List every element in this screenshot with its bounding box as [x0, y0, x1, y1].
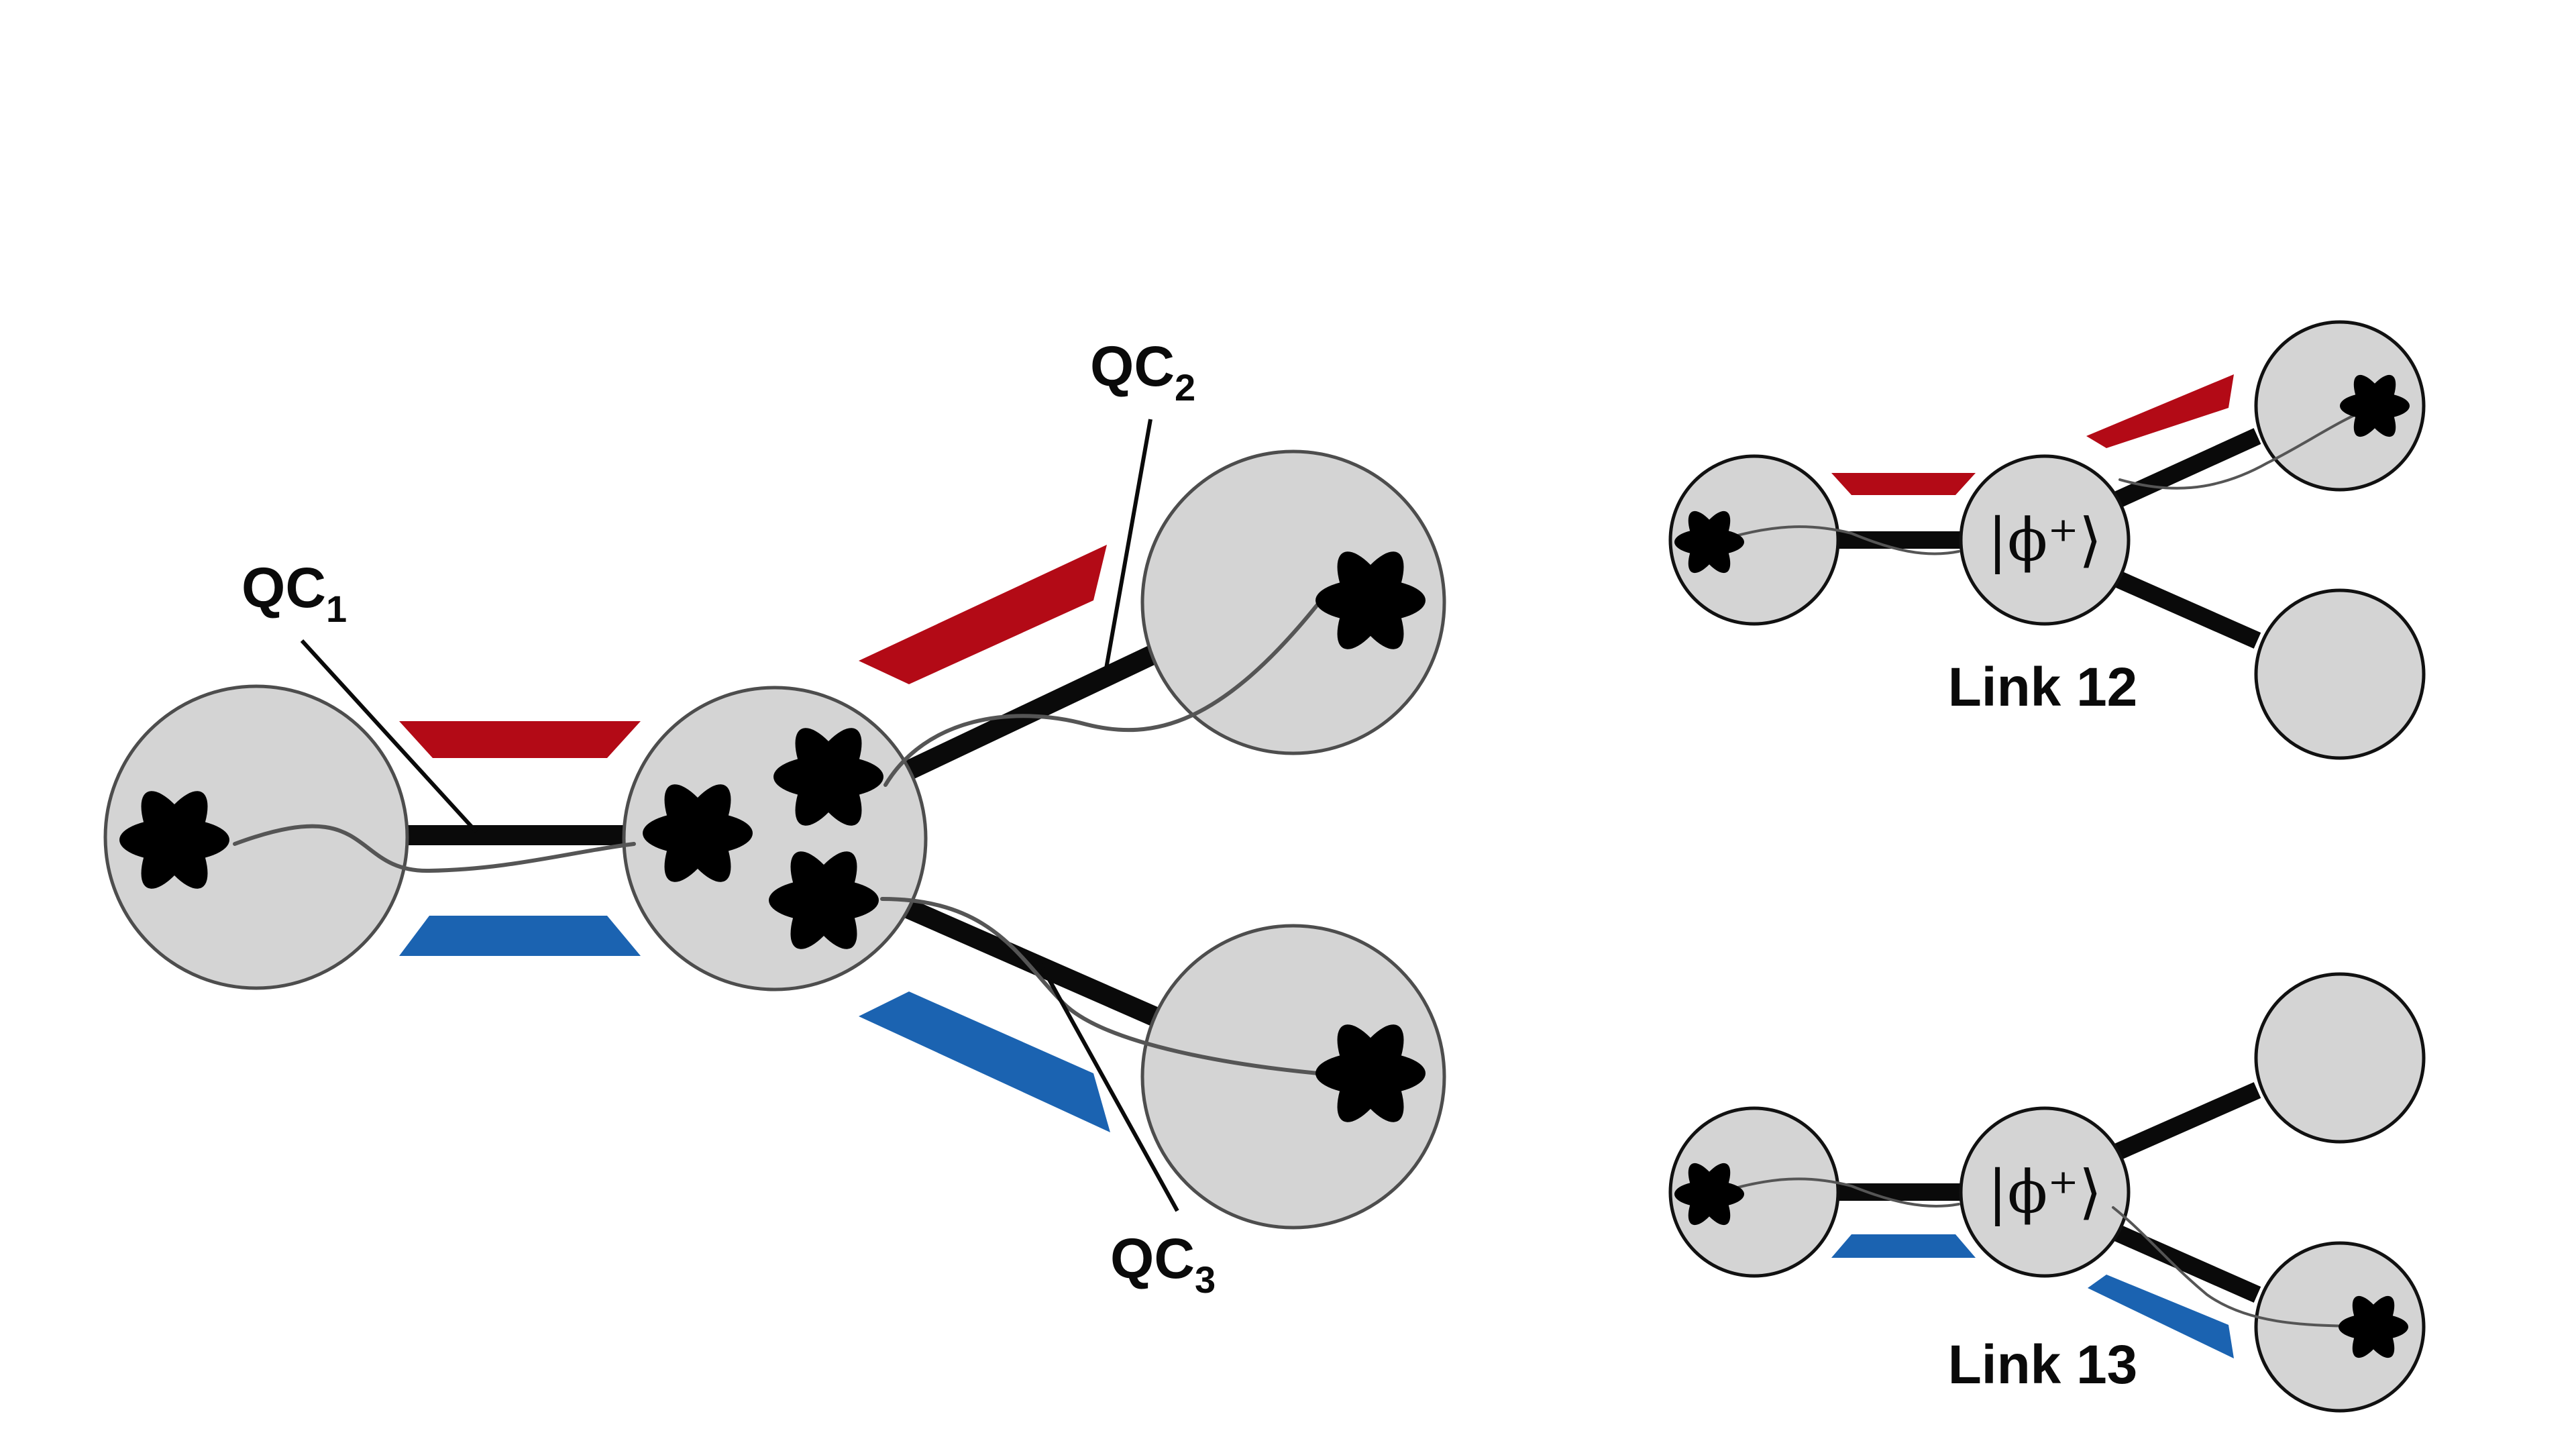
link-13-diagram: |ϕ⁺⟩ Link 13: [1668, 972, 2426, 1413]
node-link12-qc1: [1668, 454, 1840, 626]
label-link13: Link 13: [1948, 1334, 2138, 1395]
fiber-qc2: [883, 602, 1320, 787]
label-qc2: QC2: [1090, 335, 1195, 409]
fiber-link13: [1709, 1177, 1960, 1208]
blue-channel-qc3: [859, 991, 1110, 1132]
bell-state-link13: |ϕ⁺⟩: [1988, 1157, 2102, 1226]
fiber-link12: [1709, 525, 1960, 555]
node-qc3: [1140, 924, 1446, 1230]
node-link13-bell: [1959, 1106, 2131, 1278]
fiber-link13-right: [2112, 1206, 2376, 1328]
fiber-qc1: [233, 824, 636, 873]
node-qc2: [1140, 449, 1446, 755]
bell-state-link12: |ϕ⁺⟩: [1988, 505, 2102, 574]
node-link13-qc1: [1668, 1106, 1840, 1278]
link-12-diagram: |ϕ⁺⟩ Link 12: [1668, 320, 2426, 760]
blue-channel-link13-left: [1831, 1234, 1976, 1258]
blue-channel-link13-right: [2088, 1275, 2234, 1358]
link-hub-qc3: [874, 886, 1159, 1026]
red-channel-qc2: [859, 545, 1107, 684]
link13-top: [2109, 1082, 2261, 1162]
pointer-qc1: [300, 639, 478, 834]
node-link12-bell: [1959, 454, 2131, 626]
label-qc1: QC1: [241, 556, 347, 630]
label-link12: Link 12: [1948, 657, 2138, 718]
red-channel-link12-left: [1831, 473, 1976, 495]
node-link12-qc3: [2254, 588, 2426, 760]
link12-bottom: [2109, 569, 2261, 649]
network-main: QC1 QC2 QC3: [103, 335, 1446, 1301]
pointer-qc3: [1038, 961, 1179, 1212]
blue-channel-qc1: [399, 916, 641, 956]
fiber-link12-right: [2118, 405, 2376, 490]
red-channel-link12-right: [2086, 374, 2234, 448]
node-link13-qc2: [2254, 972, 2426, 1144]
link12-top: [2109, 428, 2261, 510]
link13-bottom: [2109, 1223, 2261, 1303]
red-channel-qc1: [399, 721, 641, 758]
pointer-qc2: [1104, 419, 1152, 673]
label-qc3: QC3: [1110, 1227, 1216, 1301]
